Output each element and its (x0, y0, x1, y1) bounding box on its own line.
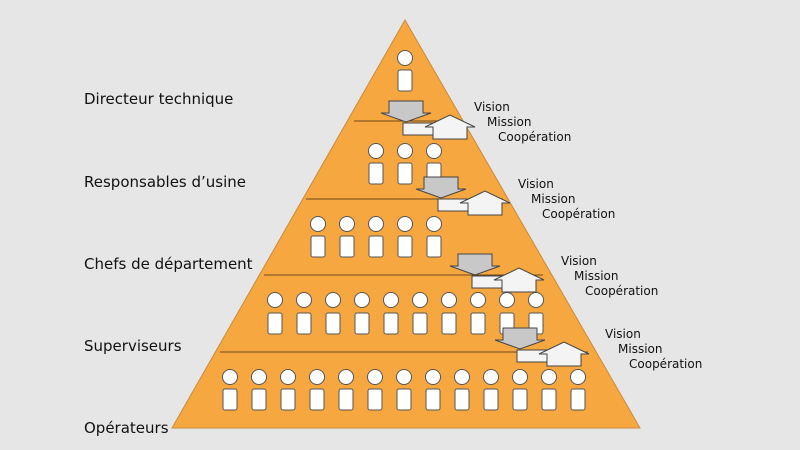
down-arrow-icon (449, 253, 501, 276)
person-icon (338, 369, 354, 411)
vmc-arrow-pair (449, 253, 545, 293)
vmc-label-group: Vision Mission Coopération (561, 254, 658, 299)
person-icon (512, 369, 528, 411)
vision-label: Vision (561, 254, 597, 268)
up-arrow-icon (424, 114, 476, 140)
vision-label: Vision (518, 177, 554, 191)
vmc-arrow-pair (380, 100, 476, 140)
person-icon (354, 292, 370, 335)
person-icon (425, 369, 441, 411)
person-icon (367, 369, 383, 411)
person-icon (325, 292, 341, 335)
person-icon (426, 216, 442, 258)
level-label-directeur: Directeur technique (84, 90, 234, 108)
vmc-arrow-pair (494, 327, 590, 367)
person-icon (412, 292, 428, 335)
vmc-label-group: Vision Mission Coopération (605, 327, 702, 372)
person-icon (397, 143, 413, 185)
cooperation-label: Coopération (542, 207, 616, 221)
person-icon (368, 143, 384, 185)
person-icon (383, 292, 399, 335)
cooperation-label: Coopération (629, 357, 703, 371)
up-arrow-icon (459, 190, 511, 216)
vision-label: Vision (605, 327, 641, 341)
down-arrow-icon (415, 176, 467, 199)
vision-label: Vision (474, 100, 510, 114)
mission-label: Mission (618, 342, 663, 356)
level-label-chefs: Chefs de département (84, 255, 253, 273)
level-label-superviseurs: Superviseurs (84, 337, 182, 355)
people-layer (222, 50, 586, 411)
cooperation-label: Coopération (498, 130, 572, 144)
person-icon (470, 292, 486, 335)
person-icon (368, 216, 384, 258)
person-icon (339, 216, 355, 258)
up-arrow-icon (493, 267, 545, 293)
person-icon (483, 369, 499, 411)
level-label-responsables: Responsables d’usine (84, 173, 247, 191)
vmc-label-group: Vision Mission Coopération (474, 100, 571, 145)
mission-label: Mission (487, 115, 532, 129)
person-icon (570, 369, 586, 411)
person-icon (396, 369, 412, 411)
arrows-layer (380, 100, 590, 367)
mission-label: Mission (531, 192, 576, 206)
up-arrow-icon (538, 341, 590, 367)
vmc-arrow-pair (415, 176, 511, 216)
person-icon (397, 50, 413, 92)
cooperation-label: Coopération (585, 284, 659, 298)
person-icon (267, 292, 283, 335)
mission-label: Mission (574, 269, 619, 283)
level-label-operateurs: Opérateurs (84, 419, 169, 437)
person-icon (222, 369, 238, 411)
person-icon (251, 369, 267, 411)
person-icon (454, 369, 470, 411)
person-icon (441, 292, 457, 335)
person-icon (296, 292, 312, 335)
person-icon (541, 369, 557, 411)
person-icon (397, 216, 413, 258)
person-icon (310, 216, 326, 258)
vmc-label-group: Vision Mission Coopération (518, 177, 615, 222)
person-icon (309, 369, 325, 411)
down-arrow-icon (494, 327, 546, 350)
person-icon (280, 369, 296, 411)
down-arrow-icon (380, 100, 432, 123)
